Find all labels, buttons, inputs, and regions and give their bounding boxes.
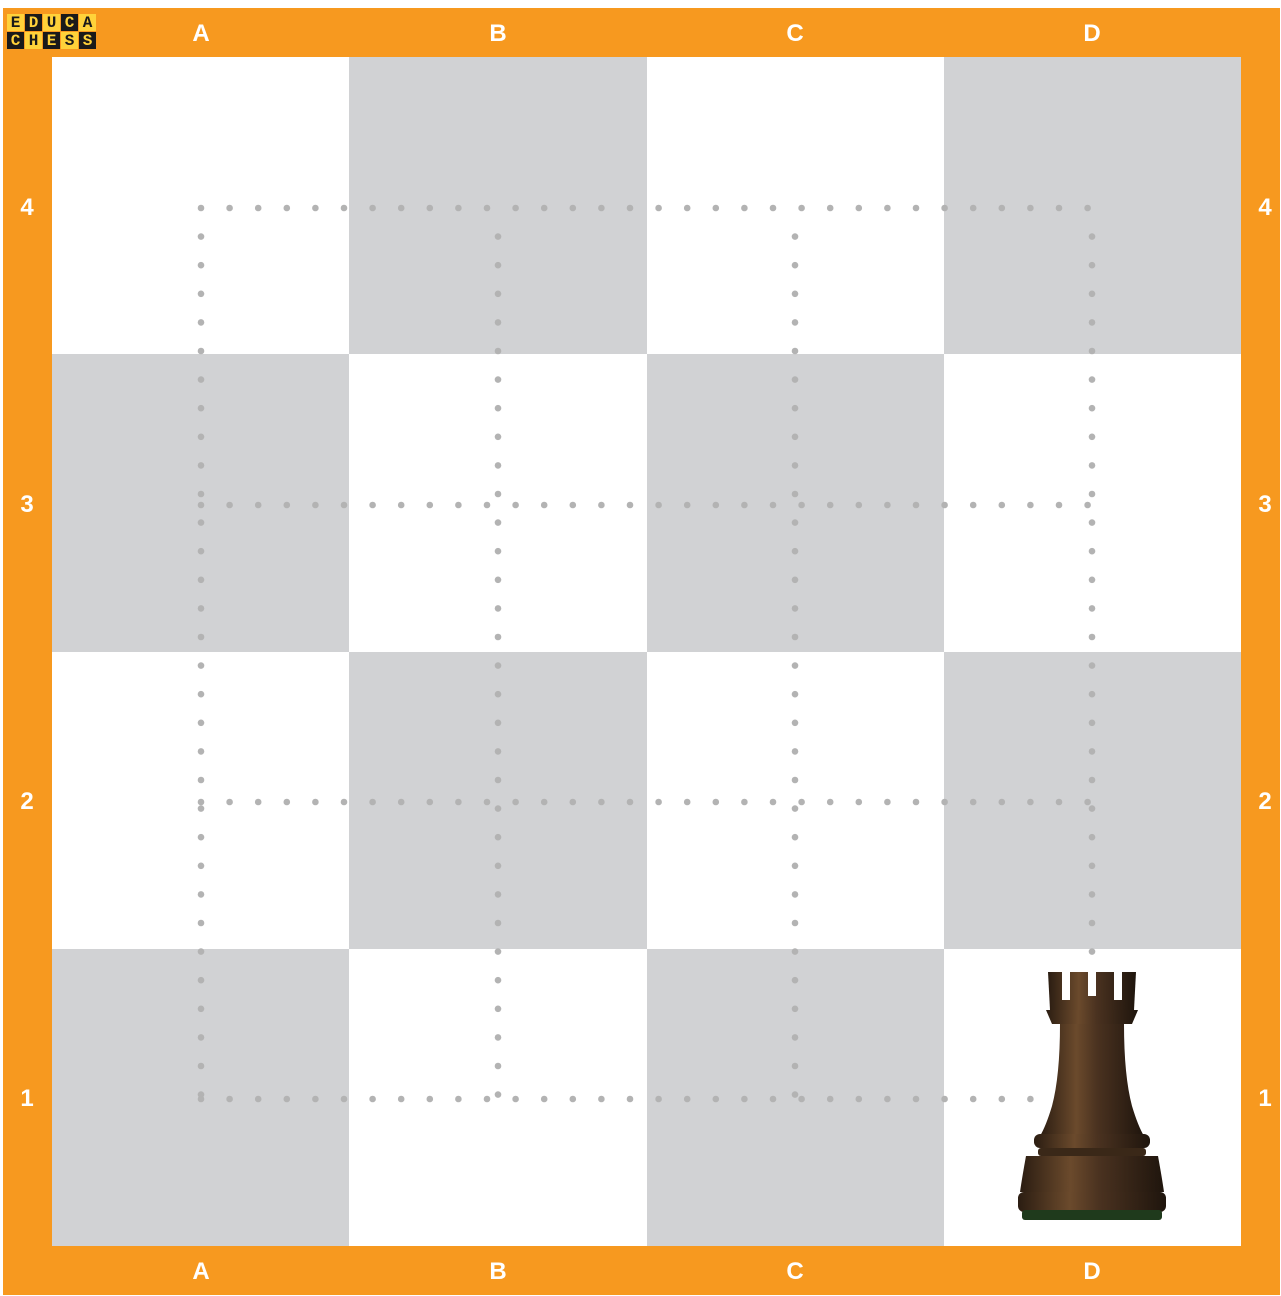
rank-label-left-2: 2 [20,790,33,814]
square-d2[interactable] [944,652,1241,949]
file-label-bottom-a: A [192,1260,209,1284]
logo-letter: S [79,32,96,49]
file-label-top-a: A [192,22,209,46]
logo-letter: S [61,32,78,49]
rank-label-right-1: 1 [1258,1087,1271,1111]
square-d3[interactable] [944,354,1241,651]
logo-letter: C [7,32,24,49]
file-label-bottom-c: C [786,1260,803,1284]
educachess-logo: E D U C A C H E S S [7,14,99,50]
rank-label-right-4: 4 [1258,196,1271,220]
logo-letter: D [25,14,42,31]
rank-label-left-1: 1 [20,1087,33,1111]
square-c2[interactable] [647,652,944,949]
logo-letter: C [61,14,78,31]
square-a3[interactable] [52,354,349,651]
file-label-top-d: D [1083,22,1100,46]
rank-label-right-3: 3 [1258,493,1271,517]
square-b2[interactable] [349,652,646,949]
square-c4[interactable] [647,57,944,354]
square-b4[interactable] [349,57,646,354]
logo-letter: E [7,14,24,31]
square-b1[interactable] [349,949,646,1246]
logo-letter: H [25,32,42,49]
file-label-top-c: C [786,22,803,46]
logo-letter: U [43,14,60,31]
logo-letter: A [79,14,96,31]
square-c3[interactable] [647,354,944,651]
square-a2[interactable] [52,652,349,949]
rook-icon[interactable] [1012,966,1172,1224]
square-b3[interactable] [349,354,646,651]
file-label-bottom-b: B [489,1260,506,1284]
square-c1[interactable] [647,949,944,1246]
rank-label-left-4: 4 [20,196,33,220]
file-label-bottom-d: D [1083,1260,1100,1284]
square-d4[interactable] [944,57,1241,354]
logo-letter: E [43,32,60,49]
rank-label-right-2: 2 [1258,790,1271,814]
square-a1[interactable] [52,949,349,1246]
file-label-top-b: B [489,22,506,46]
rank-label-left-3: 3 [20,493,33,517]
square-a4[interactable] [52,57,349,354]
